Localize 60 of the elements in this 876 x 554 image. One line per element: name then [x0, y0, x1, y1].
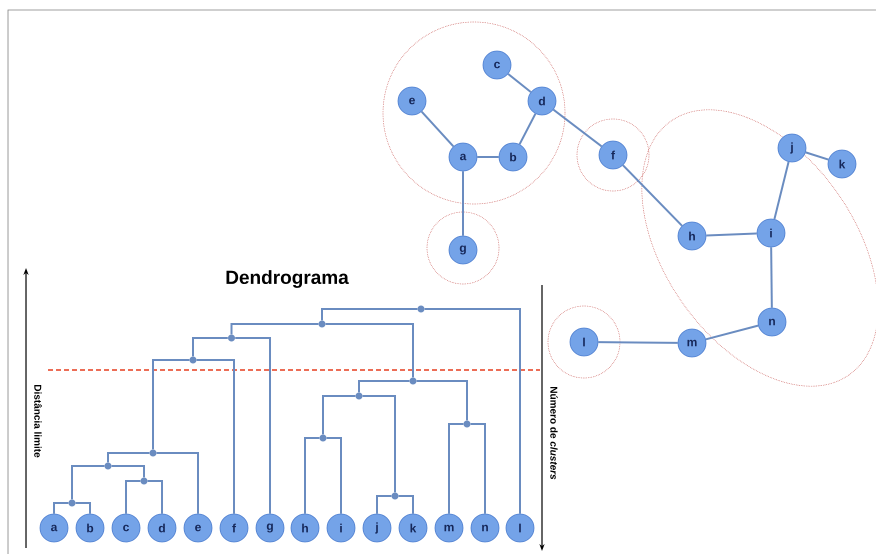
dendrogram-branch	[230, 323, 318, 334]
junction-dot	[68, 500, 76, 506]
junction-dot	[228, 334, 235, 342]
axis-label: Distância limite	[34, 385, 42, 458]
dendrogram-branch	[107, 452, 150, 462]
chart-title: Dendrograma	[226, 270, 349, 288]
junction-dot	[410, 378, 416, 384]
cluster-outline	[548, 306, 620, 378]
graph-edge	[477, 156, 499, 158]
junction-dot	[104, 462, 112, 470]
dendrogram-branch	[304, 437, 320, 514]
dendrogram-branch	[376, 495, 392, 514]
junction-dot	[190, 356, 196, 364]
dendrogram-branch	[112, 465, 145, 478]
graph-edge	[706, 232, 757, 236]
dendrogram-branch	[76, 502, 91, 514]
junction-dot	[150, 450, 156, 456]
dendrogram-branch	[192, 337, 228, 356]
dendrogram-branch	[448, 423, 464, 514]
junction-dot	[140, 478, 148, 484]
dendrogram-branch	[470, 423, 486, 514]
junction-dot	[392, 492, 398, 500]
graph-edge	[508, 73, 532, 93]
dendrogram-branch	[235, 337, 271, 514]
graph-edge	[622, 164, 683, 226]
cluster-outline	[382, 22, 566, 204]
graph-edge	[770, 247, 773, 308]
dendrogram-branch	[71, 465, 104, 500]
dendrogram-branch	[326, 323, 414, 378]
dendrogram-branch	[416, 380, 468, 420]
dendrogram-branch	[321, 308, 418, 320]
junction-dot	[318, 320, 326, 328]
dendrogram-branch	[148, 480, 163, 514]
junction-dot	[320, 434, 326, 442]
cluster-outline	[642, 109, 876, 387]
graph-edge	[805, 151, 829, 161]
dendrogram-branch	[322, 395, 356, 434]
dendrogram-branch	[424, 308, 521, 514]
dendrogram-branch	[362, 395, 396, 492]
dendrogram-branch	[125, 480, 140, 514]
graph-edge	[706, 324, 758, 340]
dendrogram-branch	[326, 437, 342, 514]
graph-edge	[598, 341, 678, 344]
axis-label: Número de clusters	[550, 386, 558, 480]
graph-edge	[518, 113, 536, 145]
graph-edge	[420, 110, 454, 148]
graph-edge	[552, 108, 602, 148]
graph-edge	[462, 171, 464, 236]
dendrogram-branch	[196, 359, 235, 514]
dendrogram-branch	[152, 359, 190, 450]
junction-dot	[356, 392, 362, 400]
dendrogram-branch	[358, 380, 410, 392]
graph-edge	[773, 162, 790, 220]
junction-dot	[464, 420, 470, 428]
dendrogram-branch	[156, 452, 199, 514]
cluster-outline	[426, 212, 500, 284]
dendrogram-branch	[53, 502, 68, 514]
cluster-outline	[576, 118, 650, 192]
junction-dot	[418, 306, 424, 312]
dendrogram-branch	[398, 495, 414, 514]
